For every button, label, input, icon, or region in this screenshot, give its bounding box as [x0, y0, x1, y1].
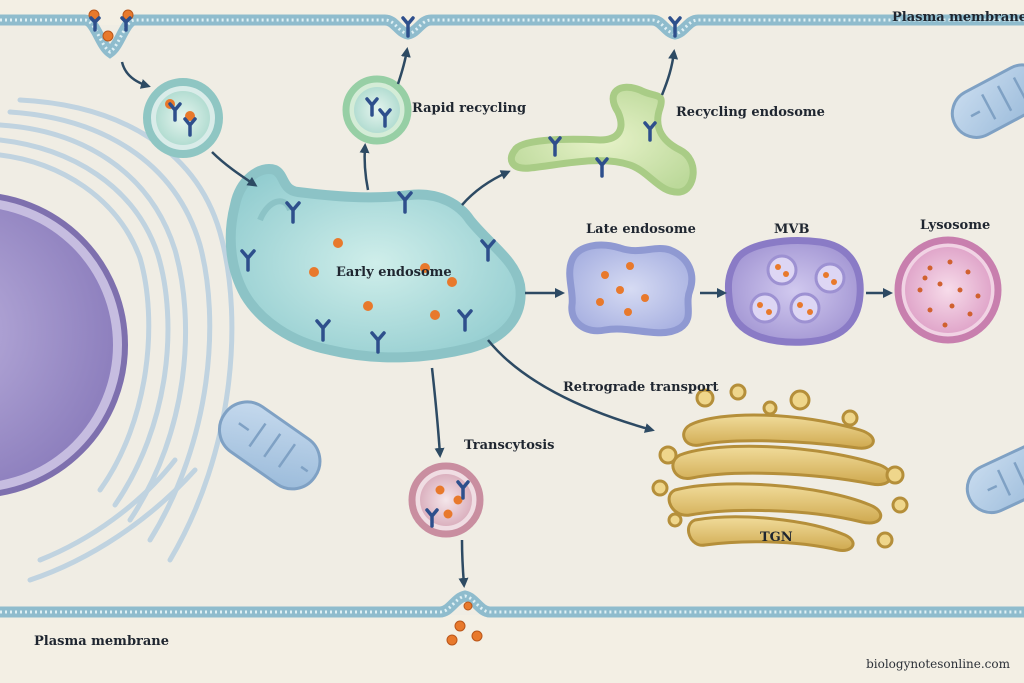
label-plasma-membrane-bottom: Plasma membrane [34, 634, 170, 649]
arrow-retrograde [487, 339, 655, 433]
arrow-exocytosis [458, 539, 469, 588]
arrow-rapid-recycling-up [359, 143, 370, 191]
mitochondrion-top-right [950, 63, 1024, 139]
late-endosome [566, 241, 696, 337]
source-credit: biologynotesonline.com [866, 657, 1010, 671]
label-plasma-membrane-top: Plasma membrane [892, 10, 1024, 25]
extracellular-cargo-top [88, 9, 134, 42]
transcytosis-vesicle [408, 462, 484, 538]
arrow-rapid-to-membrane [396, 47, 411, 85]
arrow-transcytosis [430, 367, 445, 458]
rapid-recycling-vesicle [342, 75, 412, 145]
membrane-receptors [89, 16, 682, 38]
mitochondrion-bottom-right [965, 441, 1024, 515]
label-tgn: TGN [760, 530, 793, 545]
endoplasmic-reticulum [0, 97, 235, 583]
mitochondrion-left [217, 400, 322, 491]
label-recycling-endosome: Recycling endosome [676, 105, 825, 120]
arrow-to-recycling-endosome [461, 170, 511, 206]
arrow-to-vesicle [120, 61, 151, 89]
released-cargo-bottom [446, 601, 483, 646]
endocytic-vesicle [143, 78, 223, 158]
label-lysosome: Lysosome [920, 218, 991, 233]
early-endosome-cargo [309, 238, 457, 320]
lysosome [894, 236, 1002, 344]
label-mvb: MVB [774, 222, 810, 237]
label-late-endosome: Late endosome [586, 222, 696, 237]
pathway-arrows [120, 47, 893, 588]
label-retrograde-transport: Retrograde transport [563, 380, 719, 395]
recycling-endosome [507, 83, 697, 196]
plasma-membrane-bottom [0, 590, 1024, 618]
early-endosome [225, 164, 526, 363]
label-transcytosis: Transcytosis [464, 438, 555, 453]
arrow-to-early-endosome [211, 151, 258, 187]
nucleus [0, 194, 128, 496]
trans-golgi-network [651, 383, 909, 552]
multivesicular-body [724, 237, 864, 346]
label-early-endosome: Early endosome [336, 265, 452, 280]
label-rapid-recycling: Rapid recycling [412, 101, 527, 116]
early-endosome-receptors [240, 191, 496, 354]
arrow-recycling-to-membrane [660, 49, 679, 96]
